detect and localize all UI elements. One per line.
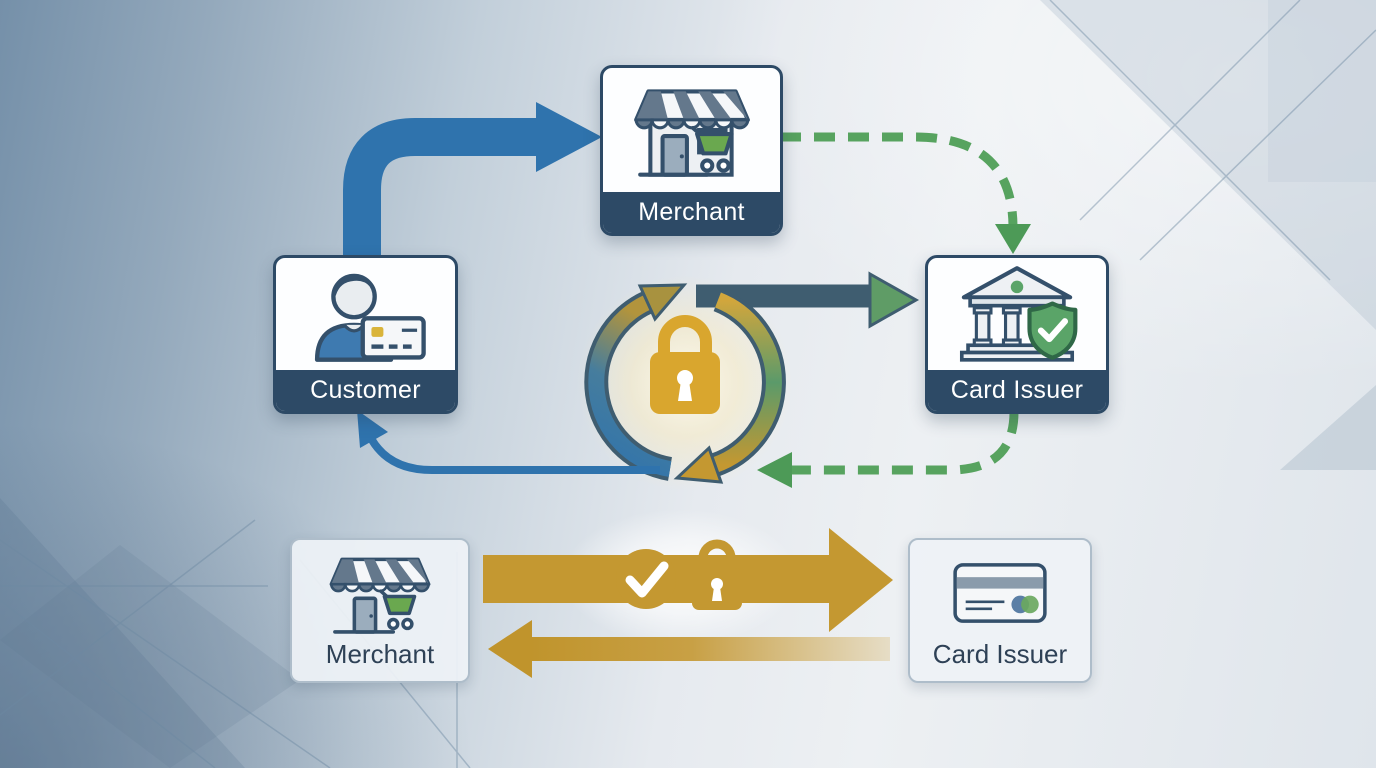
- person-with-card-icon: [276, 258, 455, 370]
- node-label: Card Issuer: [932, 639, 1068, 669]
- decor-triangle: [1040, 0, 1376, 330]
- settlement-return-arrow: [488, 620, 890, 678]
- merchant-to-issuer-dashed-arrow: [780, 132, 1031, 254]
- decor-diamond: [0, 545, 300, 768]
- padlock-icon: [650, 315, 720, 414]
- node-card-issuer: Card Issuer: [925, 255, 1109, 414]
- node-label: Merchant: [603, 192, 780, 233]
- node-customer: Customer: [273, 255, 458, 414]
- decor-triangle: [1280, 385, 1376, 470]
- node-card-issuer-bottom: Card Issuer: [908, 538, 1092, 683]
- decor-triangle: [0, 498, 245, 768]
- cycle-to-customer-arrow: [357, 410, 660, 474]
- node-label: Merchant: [325, 639, 435, 669]
- node-merchant-bottom: Merchant: [290, 538, 470, 683]
- node-label: Card Issuer: [928, 370, 1106, 411]
- storefront-icon: [292, 540, 468, 639]
- node-label: Customer: [276, 370, 455, 411]
- authorization-arrowhead: [868, 271, 920, 329]
- credit-card-icon: [910, 540, 1090, 639]
- lock-icon: [692, 539, 742, 610]
- secure-cycle: [584, 271, 920, 484]
- node-merchant-top: Merchant: [600, 65, 783, 236]
- issuer-return-dashed-arrow: [757, 411, 1019, 488]
- storefront-icon: [603, 68, 780, 192]
- customer-to-merchant-arrow: [343, 102, 602, 258]
- bank-with-shield-icon: [928, 258, 1106, 370]
- check-icon: [616, 549, 676, 609]
- decor-rect: [1268, 0, 1376, 182]
